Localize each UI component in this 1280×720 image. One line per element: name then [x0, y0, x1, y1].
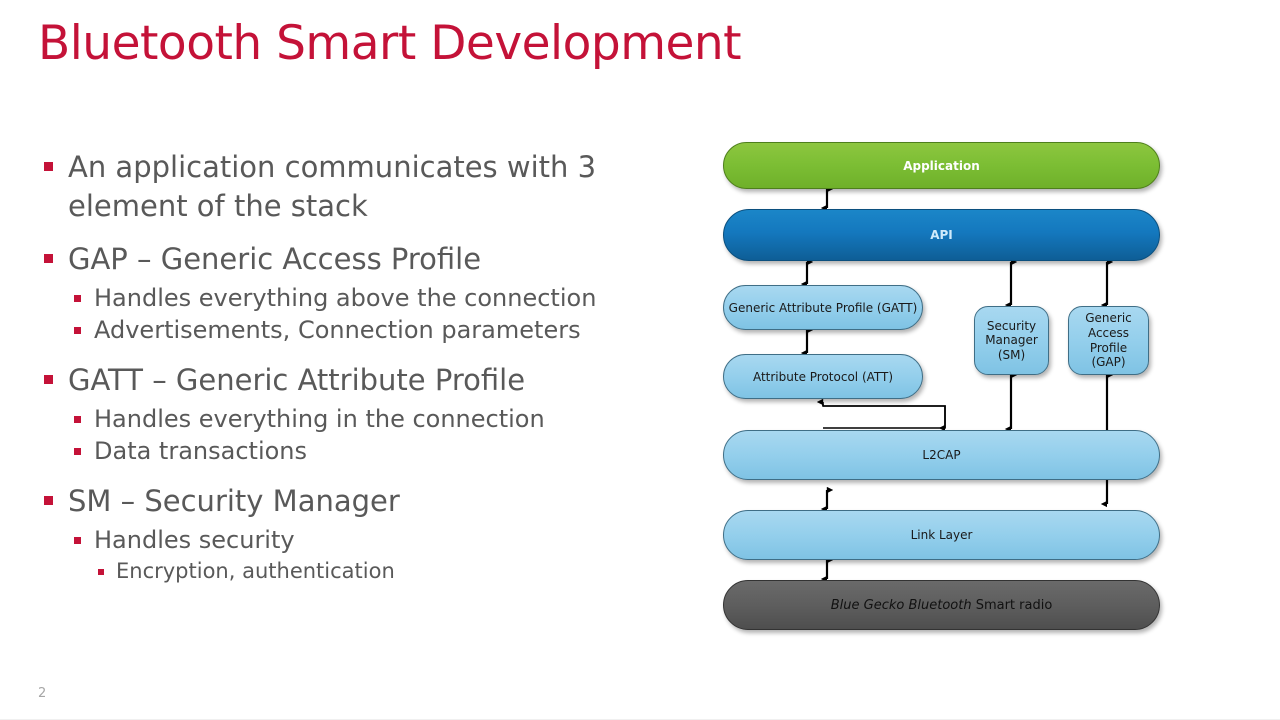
bullet-item-5: GATT – Generic Attribute Profile: [38, 361, 658, 400]
stack-box-label-line1: Generic: [1085, 311, 1132, 326]
bullet-list: An application communicates with 3 eleme…: [38, 148, 658, 586]
stack-box-label: Link Layer: [910, 528, 973, 542]
stack-box-api[interactable]: API: [723, 209, 1160, 261]
bullet-text: Data transactions: [94, 437, 308, 466]
bullet-text: GATT – Generic Attribute Profile: [68, 362, 526, 397]
bullet-marker-icon: [74, 448, 81, 456]
stack-box-label-line1: Security: [986, 318, 1037, 333]
bullet-text: Encryption, authentication: [116, 558, 395, 583]
bullet-text: An application communicates with 3 eleme…: [68, 150, 597, 223]
bullet-item-7: Data transactions: [38, 436, 658, 468]
stack-box-label-regular: Smart radio: [971, 597, 1053, 613]
stack-box-l2cap[interactable]: L2CAP: [723, 430, 1160, 480]
stack-box-label: Generic Attribute Profile (GATT): [728, 300, 918, 315]
bullet-text: GAP – Generic Access Profile: [68, 241, 482, 276]
stack-box-label-line3: (SM): [997, 347, 1026, 362]
bullet-marker-icon: [74, 415, 81, 423]
bullet-marker-icon: [98, 568, 104, 575]
bullet-item-10: Encryption, authentication: [38, 558, 658, 586]
stack-box-label-italic: Blue Gecko Bluetooth: [830, 597, 972, 613]
bullet-item-2: GAP – Generic Access Profile: [38, 240, 658, 279]
bullet-text: Advertisements, Connection parameters: [94, 316, 581, 345]
bullet-item-1: An application communicates with 3 eleme…: [38, 148, 658, 226]
bullet-marker-icon: [74, 294, 81, 302]
stack-box-security-manager[interactable]: Security Manager (SM): [974, 306, 1049, 375]
stack-box-radio[interactable]: Blue Gecko Bluetooth Smart radio: [723, 580, 1160, 630]
page-title: Bluetooth Smart Development: [38, 16, 742, 71]
bullet-marker-icon: [44, 162, 53, 171]
bullet-marker-icon: [44, 496, 53, 506]
bullet-text: SM – Security Manager: [68, 484, 400, 519]
stack-box-application[interactable]: Application: [723, 142, 1160, 189]
stack-box-label: L2CAP: [922, 448, 961, 462]
bullet-text: Handles everything in the connection: [94, 404, 545, 433]
stack-box-att[interactable]: Attribute Protocol (ATT): [723, 354, 923, 399]
stack-box-label-line2: Manager: [985, 333, 1038, 348]
bullet-marker-icon: [44, 253, 53, 263]
bullet-item-4: Advertisements, Connection parameters: [38, 315, 658, 347]
bullet-item-8: SM – Security Manager: [38, 482, 658, 521]
bullet-marker-icon: [44, 374, 53, 384]
bullet-marker-icon: [74, 327, 81, 335]
stack-box-label-line3: (GAP): [1091, 355, 1126, 370]
stack-box-gatt[interactable]: Generic Attribute Profile (GATT): [723, 285, 923, 330]
bullet-text: Handles everything above the connection: [94, 283, 597, 312]
bullet-text: Handles security: [94, 525, 295, 554]
stack-box-label: Application: [903, 158, 980, 173]
stack-box-label-line2: Access Profile: [1087, 325, 1130, 355]
stack-box-link-layer[interactable]: Link Layer: [723, 510, 1160, 560]
bullet-item-9: Handles security: [38, 525, 658, 557]
stack-box-label: Attribute Protocol (ATT): [752, 369, 894, 384]
bullet-item-6: Handles everything in the connection: [38, 404, 658, 436]
stack-box-label: Blue Gecko Bluetooth Smart radio: [831, 598, 1053, 613]
bullet-item-3: Handles everything above the connection: [38, 283, 658, 315]
stack-box-label: API: [930, 228, 953, 242]
page-number: 2: [38, 686, 47, 701]
bullet-marker-icon: [74, 536, 81, 544]
bluetooth-stack-diagram: Application API Generic Attribute Profil…: [715, 132, 1175, 632]
stack-box-generic-access-profile[interactable]: Generic Access Profile (GAP): [1068, 306, 1149, 375]
